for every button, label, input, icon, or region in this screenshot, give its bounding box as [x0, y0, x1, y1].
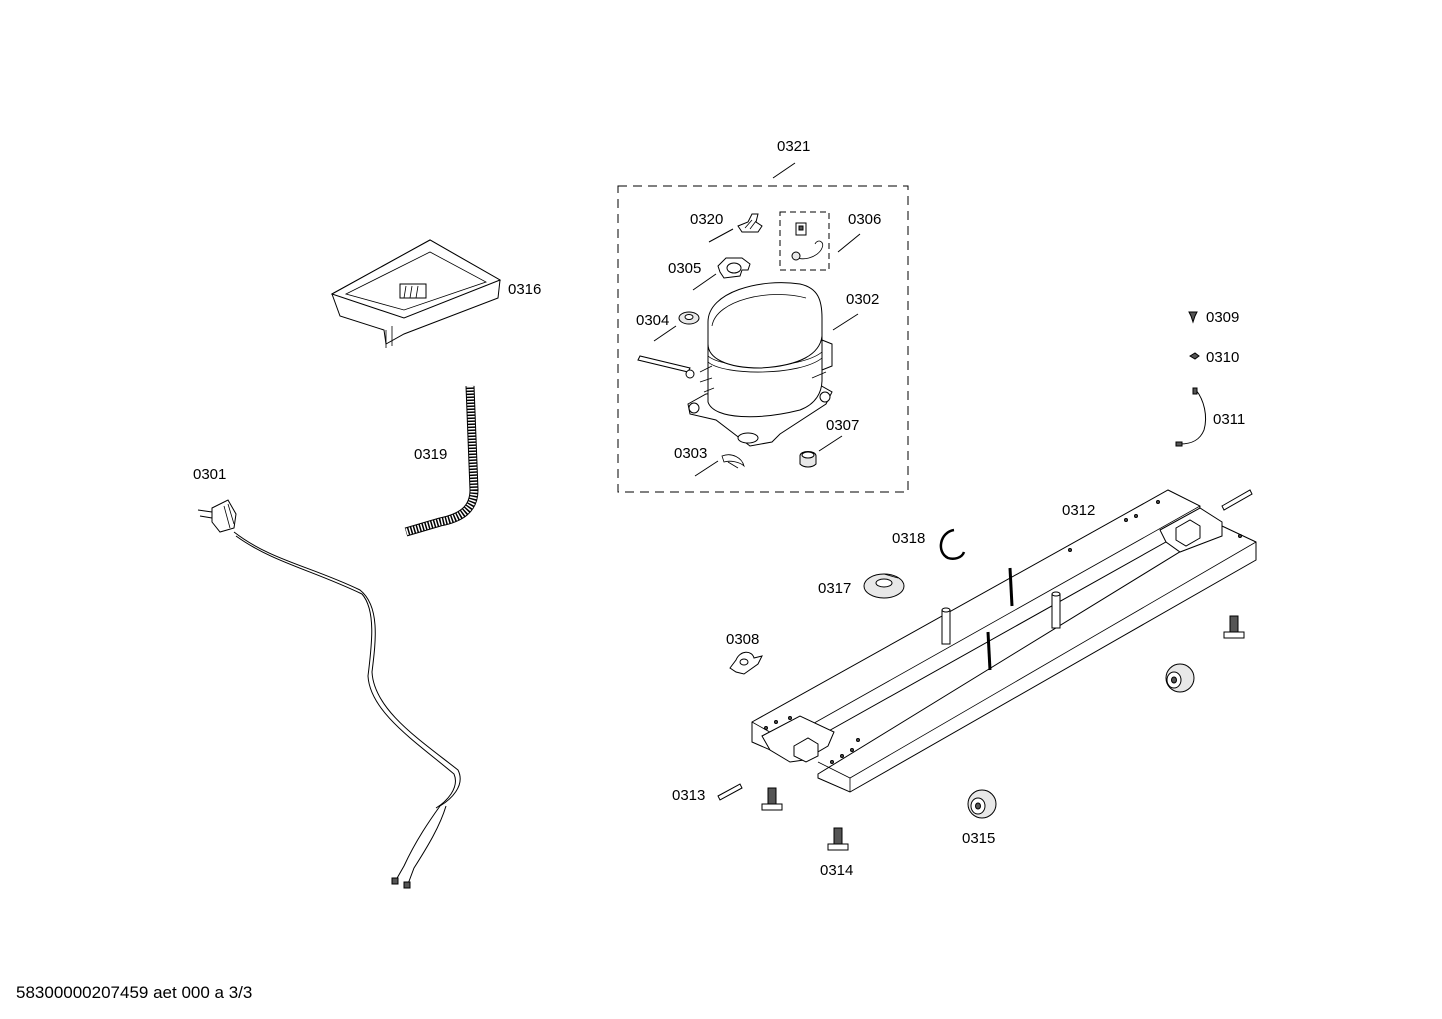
part-0301-power-cord[interactable] — [197, 499, 461, 889]
part-0306-relay[interactable] — [779, 211, 830, 271]
part-0314-bolt-a[interactable] — [761, 787, 783, 811]
label-0318: 0318 — [892, 530, 925, 547]
part-0315-roller-a[interactable] — [967, 789, 997, 819]
label-0302: 0302 — [846, 291, 879, 308]
label-0314: 0314 — [820, 862, 853, 879]
part-0303-clip[interactable] — [721, 454, 745, 469]
compressor-group-box — [617, 185, 909, 493]
part-pin-top-right[interactable] — [1221, 489, 1253, 511]
label-0309: 0309 — [1206, 309, 1239, 326]
document-id-footer: 58300000207459 aet 000 a 3/3 — [16, 983, 252, 1002]
part-0311-cable[interactable] — [1175, 387, 1207, 447]
label-0316: 0316 — [508, 281, 541, 298]
label-0307: 0307 — [826, 417, 859, 434]
label-0317: 0317 — [818, 580, 851, 597]
label-0321: 0321 — [777, 138, 810, 155]
label-0305: 0305 — [668, 260, 701, 277]
part-0310-nut[interactable] — [1189, 352, 1200, 360]
label-0312: 0312 — [1062, 502, 1095, 519]
part-0314-bolt-c[interactable] — [1223, 615, 1245, 639]
part-0314-bolt-b[interactable] — [827, 827, 849, 851]
label-0308: 0308 — [726, 631, 759, 648]
label-0315: 0315 — [962, 830, 995, 847]
label-0304: 0304 — [636, 312, 669, 329]
part-0307-foot[interactable] — [799, 451, 817, 468]
part-0308-clamp[interactable] — [729, 651, 763, 675]
part-0302-compressor[interactable] — [637, 282, 833, 447]
part-0305-bracket[interactable] — [717, 257, 751, 279]
label-0320: 0320 — [690, 211, 723, 228]
label-0306: 0306 — [848, 211, 881, 228]
part-0312-base-frame[interactable] — [751, 489, 1257, 793]
part-0319-drain-hose[interactable] — [404, 385, 479, 537]
part-0309-screw[interactable] — [1188, 311, 1198, 324]
part-0313-pin[interactable] — [717, 783, 743, 801]
label-0301: 0301 — [193, 466, 226, 483]
part-0318-ring[interactable] — [939, 528, 966, 560]
label-0311: 0311 — [1213, 411, 1245, 428]
compressor-group: 0321 0320 0306 0305 030 — [617, 138, 909, 493]
part-0304-grommet[interactable] — [678, 311, 700, 325]
label-0313: 0313 — [672, 787, 705, 804]
label-0303: 0303 — [674, 445, 707, 462]
part-0316-drip-tray[interactable] — [330, 239, 502, 348]
part-0320-clip[interactable] — [737, 213, 763, 233]
part-0317-spacer[interactable] — [863, 573, 905, 599]
label-0319: 0319 — [414, 446, 447, 463]
part-0315-roller-b[interactable] — [1165, 663, 1195, 693]
label-0310: 0310 — [1206, 349, 1239, 366]
